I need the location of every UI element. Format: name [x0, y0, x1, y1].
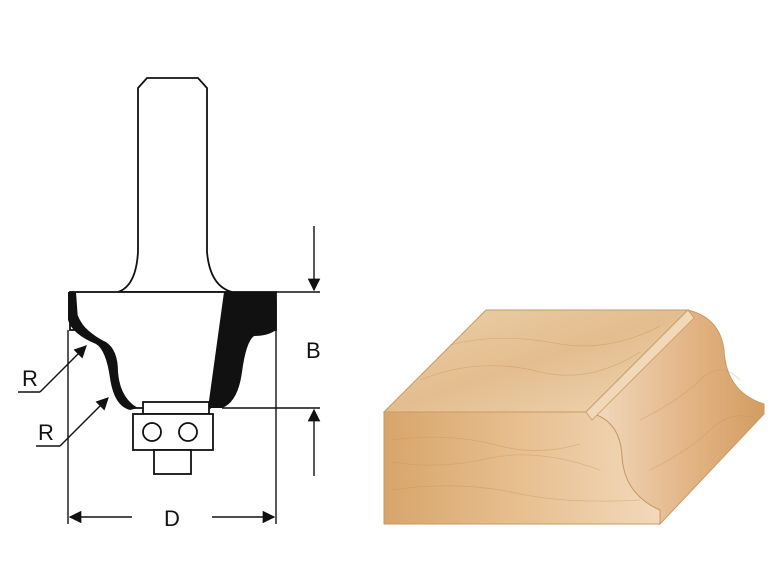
label-height: B — [306, 338, 321, 363]
r-arrow-lower — [59, 397, 109, 447]
bearing-pin — [153, 449, 192, 475]
bit-shank — [117, 77, 233, 293]
label-diameter: D — [164, 506, 180, 531]
wood-grain-lines — [391, 325, 756, 502]
r-arrow-upper — [39, 345, 87, 393]
wood-profile-face — [584, 309, 765, 526]
cutter-wing-left — [68, 292, 138, 410]
dimension-lines — [18, 226, 321, 524]
bearing-collar — [142, 401, 210, 415]
cutter-wing-right — [208, 292, 276, 408]
label-radius-lower: R — [38, 420, 54, 445]
bearing-hole-right — [178, 422, 198, 442]
label-radius-upper: R — [22, 366, 38, 391]
wood-profile-sample — [382, 309, 765, 526]
wood-step-ledge — [585, 309, 695, 421]
router-bit — [68, 77, 277, 475]
bearing-hole-left — [142, 422, 162, 442]
